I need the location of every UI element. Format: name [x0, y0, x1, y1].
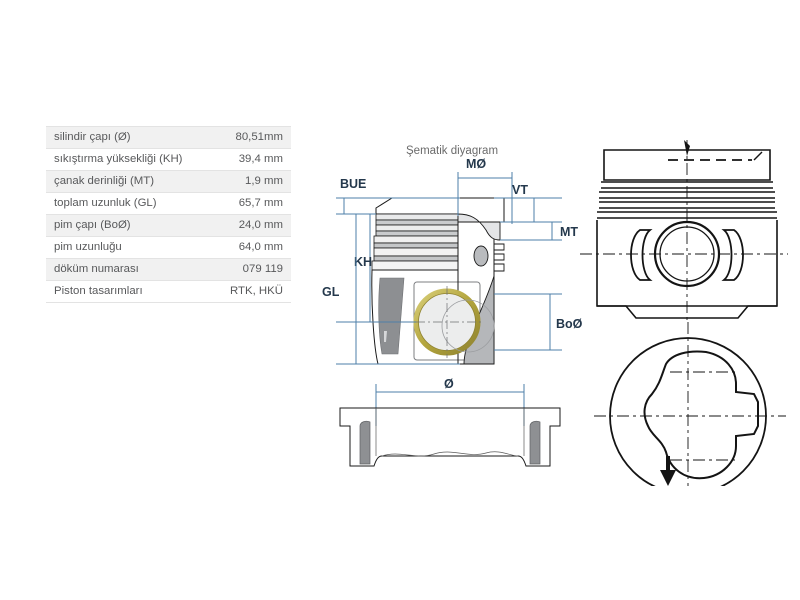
label-mt: MT	[560, 225, 578, 239]
spec-label: çanak derinliği (MT)	[46, 170, 212, 193]
spec-label: sıkıştırma yüksekliği (KH)	[46, 148, 212, 171]
label-diameter: Ø	[444, 377, 454, 391]
spec-label: döküm numarası	[46, 258, 212, 281]
skirt-band	[339, 407, 561, 467]
table-row: silindir çapı (Ø) 80,51mm	[46, 126, 291, 149]
boss-pocket-left	[359, 420, 371, 465]
spec-value: 64,0 mm	[211, 236, 291, 259]
dimensions-left: BUE KH GL	[322, 177, 460, 365]
schematic-title: Şematik diyagram	[406, 145, 498, 157]
table-row: pim uzunluğu 64,0 mm	[46, 236, 291, 259]
spec-label: Piston tasarımları	[46, 280, 212, 303]
spec-value: 1,9 mm	[211, 170, 291, 193]
skirt-mark	[384, 331, 387, 342]
piston-spec-table: silindir çapı (Ø) 80,51mm sıkıştırma yük…	[46, 126, 291, 303]
piston-lineart-front-view	[580, 140, 788, 322]
table-row: pim çapı (BoØ) 24,0 mm	[46, 214, 291, 237]
spec-label: silindir çapı (Ø)	[46, 126, 212, 149]
label-bo: BoØ	[556, 317, 583, 331]
section-ring-notches	[493, 243, 505, 272]
piston-lineart-top-view	[594, 322, 786, 486]
label-kh: KH	[354, 255, 372, 269]
oil-gallery	[473, 245, 489, 267]
table-row: Piston tasarımları RTK, HKÜ	[46, 280, 291, 303]
label-mo: MØ	[466, 157, 486, 171]
direction-arrow-icon	[660, 456, 676, 486]
label-vt: VT	[512, 183, 528, 197]
piston-crown	[375, 197, 459, 215]
spec-value: 39,4 mm	[211, 148, 291, 171]
combustion-bowl	[457, 213, 501, 241]
ring-grooves	[371, 213, 459, 271]
piston-bottom-section-view: Ø	[339, 377, 561, 467]
dimensions-right: VT MT BoØ	[494, 183, 583, 351]
dimension-mo: MØ	[457, 157, 513, 224]
spec-label: pim çapı (BoØ)	[46, 214, 212, 237]
spec-value: 079 119	[211, 258, 291, 281]
schematic-diagram: Şematik diyagram	[318, 126, 788, 486]
spec-value: 24,0 mm	[211, 214, 291, 237]
center-lines	[416, 286, 484, 358]
table-row: çanak derinliği (MT) 1,9 mm	[46, 170, 291, 193]
boss-pocket-right	[529, 420, 541, 465]
spec-value: 80,51mm	[211, 126, 291, 149]
spec-value: 65,7 mm	[211, 192, 291, 215]
pin-boss-arc	[441, 299, 495, 353]
table-row: döküm numarası 079 119	[46, 258, 291, 281]
spec-label: pim uzunluğu	[46, 236, 212, 259]
skirt-relief	[378, 277, 405, 355]
table-row: sıkıştırma yüksekliği (KH) 39,4 mm	[46, 148, 291, 171]
label-gl: GL	[322, 285, 340, 299]
piston-section-view	[371, 197, 505, 365]
spec-label: toplam uzunluk (GL)	[46, 192, 212, 215]
spec-table-body: silindir çapı (Ø) 80,51mm sıkıştırma yük…	[46, 126, 291, 303]
label-bue: BUE	[340, 177, 366, 191]
spec-value: RTK, HKÜ	[211, 280, 291, 303]
table-row: toplam uzunluk (GL) 65,7 mm	[46, 192, 291, 215]
